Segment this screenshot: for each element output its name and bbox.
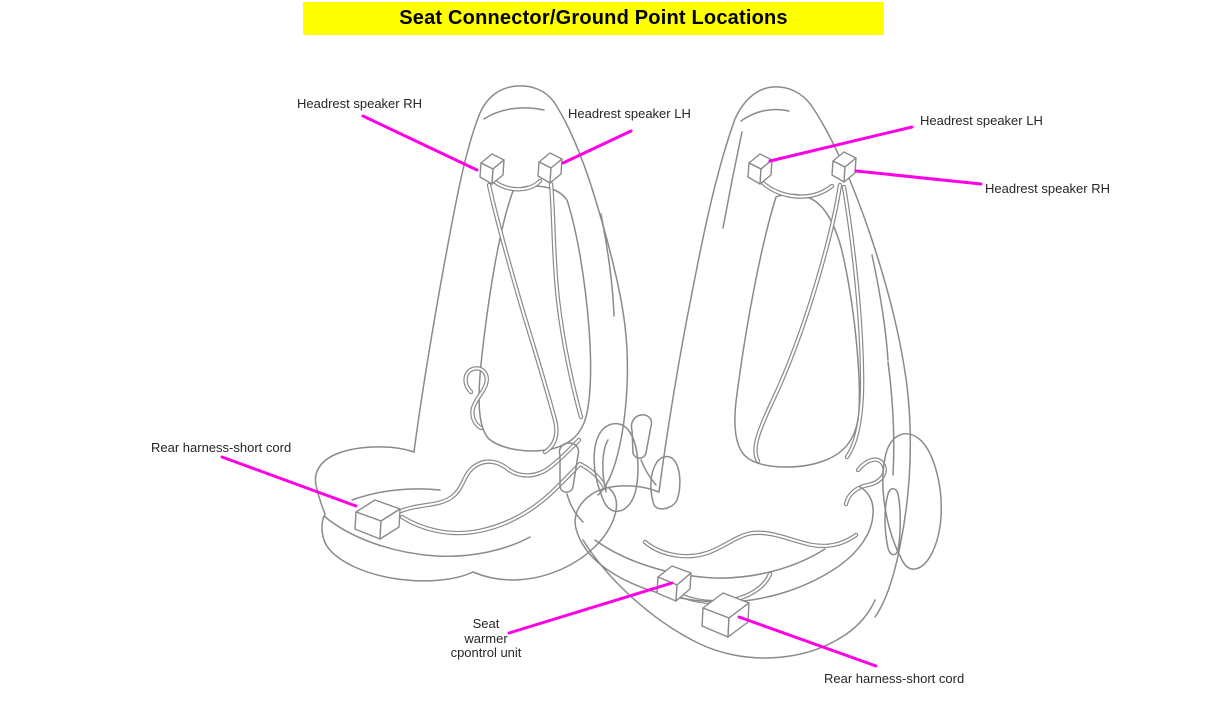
- right-seatback-inner-opening: [734, 193, 861, 468]
- right-wire-side: [843, 186, 864, 458]
- callout-line-left-headrest-speaker-lh: [561, 129, 633, 165]
- left-wire-loop: [463, 366, 489, 431]
- title-banner: Seat Connector/Ground Point Locations: [303, 2, 884, 35]
- left-cushion-outline: [314, 446, 618, 582]
- left-headrest-speaker-rh-connector: [479, 153, 505, 185]
- left-seat-illustration: [314, 85, 639, 582]
- callout-line-left-rear-harness: [220, 455, 358, 508]
- right-seatback-crease-a: [871, 254, 889, 361]
- left-seatback-crease: [600, 213, 615, 317]
- right-headrest-crease: [740, 108, 790, 122]
- label-right-rear-harness-short-cord: Rear harness-short cord: [824, 671, 965, 686]
- right-seatback-outline: [658, 86, 912, 618]
- right-headrest-speaker-rh-connector: [831, 151, 857, 183]
- label-right-headrest-speaker-rh: Headrest speaker RH: [985, 181, 1110, 196]
- left-cushion-harness-a: [395, 437, 582, 515]
- label-right-headrest-speaker-lh: Headrest speaker LH: [920, 113, 1043, 128]
- right-wire-hook: [845, 458, 886, 505]
- callout-line-right-headrest-speaker-lh: [768, 125, 914, 163]
- right-wire-hook: [843, 457, 887, 507]
- left-wire-lh-down: [548, 181, 584, 420]
- right-seatback-crease-b: [887, 361, 895, 476]
- left-wire-lh-down: [550, 183, 582, 418]
- callout-line-seat-warmer-control-unit: [507, 581, 674, 635]
- left-belt-strap: [566, 493, 584, 523]
- right-seat-illustration: [574, 86, 942, 659]
- right-side-bolster-slot: [884, 488, 901, 556]
- left-cushion-harness-a: [397, 439, 580, 513]
- label-seat-warmer-control-unit: Seat warmer cpontrol unit: [450, 616, 522, 660]
- right-cushion-outline: [574, 485, 874, 603]
- right-cushion-inner-contour: [594, 539, 826, 579]
- right-side-bolster: [882, 433, 942, 570]
- left-seatback-outline: [413, 85, 629, 496]
- right-belt-strap: [640, 459, 657, 486]
- right-wire-diagonal: [754, 184, 841, 462]
- left-side-bolster: [593, 423, 639, 512]
- left-cushion-front-contour: [323, 515, 531, 558]
- right-cushion-harness-a: [644, 531, 857, 558]
- page-title: Seat Connector/Ground Point Locations: [399, 7, 788, 29]
- callout-line-left-headrest-speaker-rh: [361, 114, 479, 172]
- callout-line-right-rear-harness: [737, 615, 878, 668]
- right-rear-harness-connector-box: [701, 592, 750, 638]
- right-belt-guide: [630, 414, 653, 459]
- left-cushion-harness-b: [401, 463, 606, 534]
- callout-line-right-headrest-speaker-rh: [854, 169, 983, 186]
- right-cushion-front-skirt: [582, 539, 876, 659]
- left-headrest-crease: [483, 107, 545, 120]
- left-belt-guide: [558, 442, 580, 493]
- label-left-headrest-speaker-lh: Headrest speaker LH: [568, 106, 691, 121]
- label-left-rear-harness-short-cord: Rear harness-short cord: [151, 440, 292, 455]
- callout-leader-lines: [220, 114, 983, 668]
- left-headrest-speaker-lh-connector: [537, 152, 563, 184]
- left-side-bolster-slot: [602, 439, 609, 493]
- right-headrest-wire: [762, 182, 833, 198]
- left-headrest-wire: [493, 180, 541, 191]
- left-rear-harness-connector-box: [354, 499, 401, 540]
- left-seatback-inner-opening: [478, 185, 592, 452]
- left-wire-loop: [464, 367, 488, 429]
- right-cushion-harness-a: [642, 530, 859, 559]
- left-wire-rh-down: [488, 184, 558, 453]
- label-left-headrest-speaker-rh: Headrest speaker RH: [297, 96, 422, 111]
- right-headrest-speaker-lh-connector: [747, 153, 773, 185]
- right-seatback-crease-c: [722, 131, 743, 229]
- right-left-bolster: [650, 455, 681, 510]
- left-cushion-platform-edge: [351, 488, 441, 501]
